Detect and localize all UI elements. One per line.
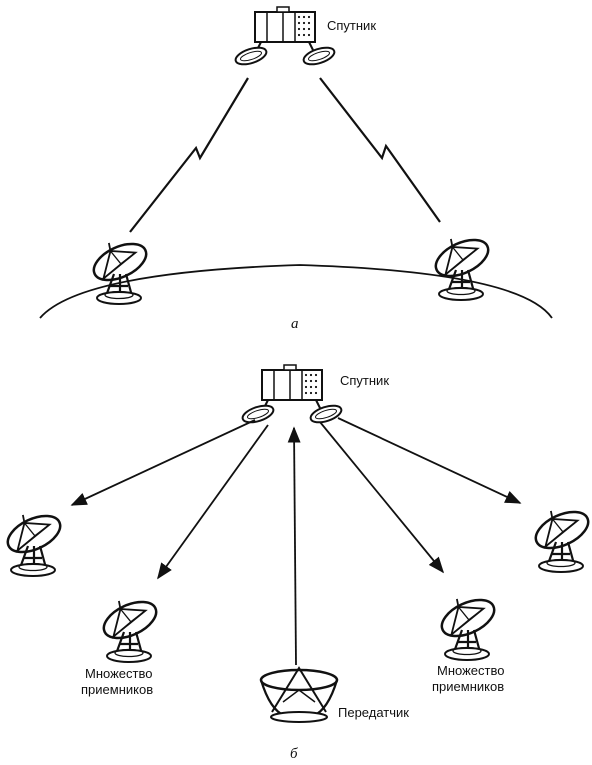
receivers-label-left-line1: Множество: [85, 666, 152, 681]
uplink-right: [319, 77, 441, 223]
arrow-to-far-left: [70, 419, 256, 506]
earth-surface: [39, 264, 553, 319]
receivers-label-left-line2: приемников: [81, 682, 153, 697]
satellite-a: [232, 6, 338, 69]
ground-station-right: [429, 231, 495, 302]
receiver-far-left: [1, 507, 67, 578]
arrow-from-transmitter: [287, 426, 301, 666]
arrow-to-far-right: [337, 417, 522, 504]
diagram-b: Спутник Множество приемников Множество п…: [1, 364, 592, 762]
transmitter-dish: [259, 666, 339, 723]
receiver-right: [435, 591, 501, 662]
uplink-left: [129, 77, 249, 233]
caption-a: а: [291, 316, 299, 332]
ground-station-left: [87, 235, 153, 306]
arrow-to-right-receivers: [319, 421, 445, 574]
satellite-label-b: Спутник: [340, 373, 389, 388]
receiver-far-right: [529, 503, 592, 574]
receivers-label-right-line2: приемников: [432, 679, 504, 694]
transmitter-label: Передатчик: [338, 705, 409, 720]
diagram-a: Спутник а: [39, 6, 553, 332]
caption-b: б: [290, 746, 298, 762]
satellite-label-a: Спутник: [327, 18, 376, 33]
satellite-b: [239, 364, 345, 427]
receivers-label-right-line1: Множество: [437, 663, 504, 678]
receiver-left: [97, 593, 163, 664]
arrow-to-left-receivers: [157, 424, 269, 580]
